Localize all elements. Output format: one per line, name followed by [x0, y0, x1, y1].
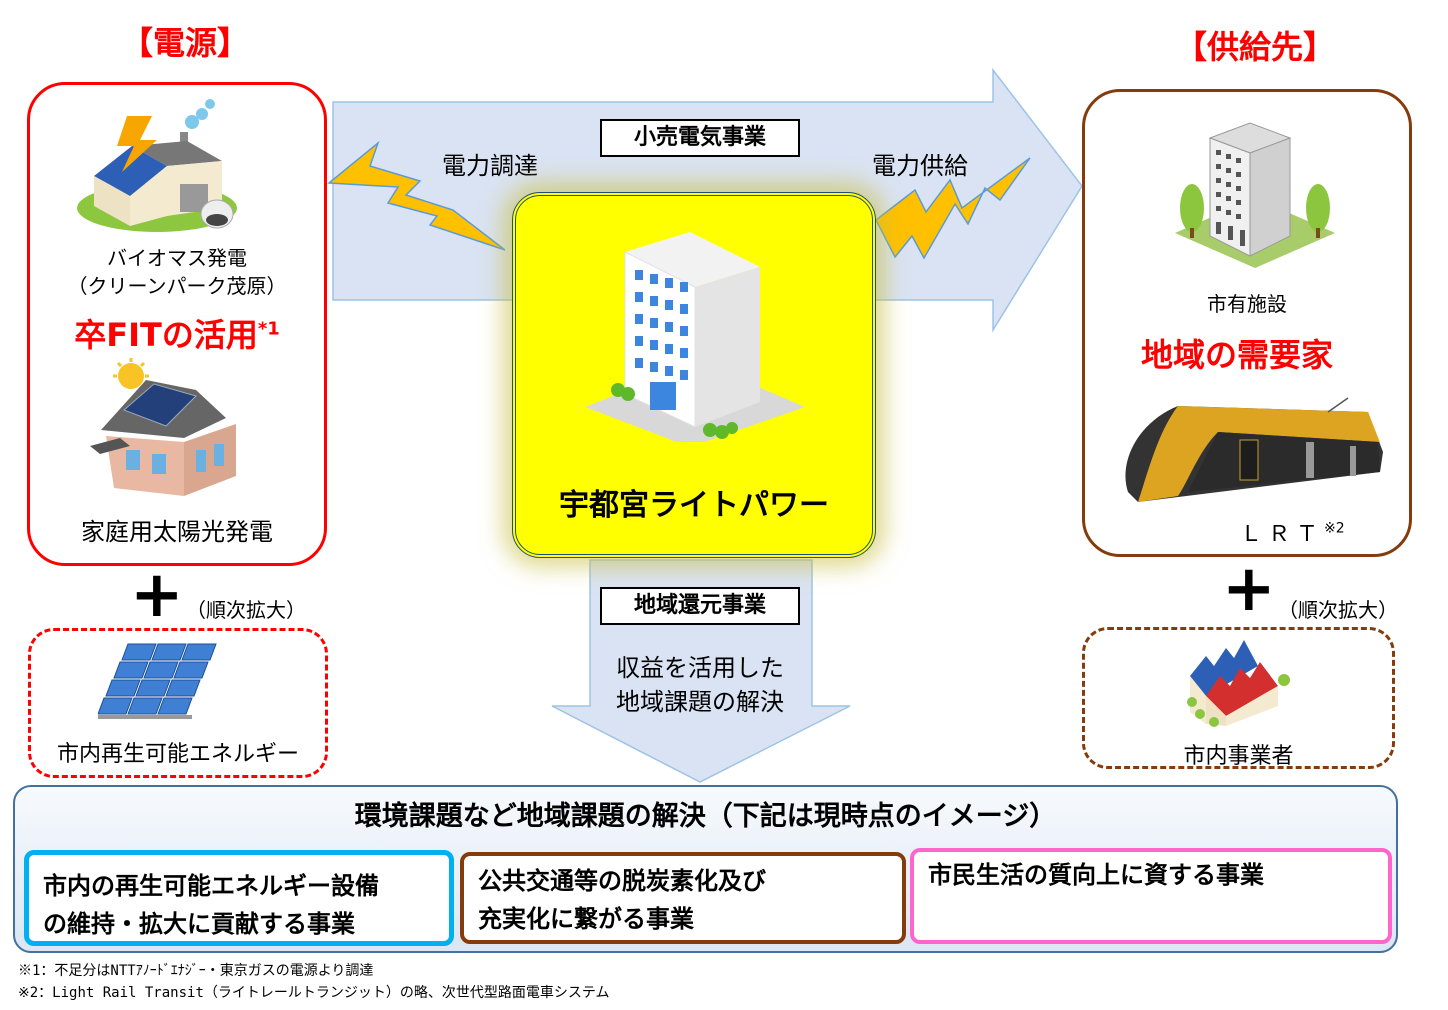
solution-box-transport: 公共交通等の脱炭素化及び 充実化に繋がる事業 — [460, 852, 906, 944]
home-solar-icon — [90, 358, 236, 496]
sources-expansion-note: （順次拡大） — [186, 598, 306, 622]
regional-solutions-title: 環境課題など地域課題の解決（下記は現時点のイメージ） — [354, 801, 1057, 832]
city-businesses-icon — [1187, 640, 1290, 727]
supply-label: 電力供給 — [872, 152, 968, 180]
retail-business-label: 小売電気事業 — [600, 119, 800, 157]
lrt-label: ＬＲＴ※2 — [1240, 516, 1345, 548]
company-name: 宇都宮ライトパワー — [559, 488, 829, 523]
solution-box-citizen-life: 市民生活の質向上に資する事業 — [910, 848, 1392, 944]
lrt-train-icon — [1125, 397, 1383, 502]
post-fit-note: *1 — [257, 318, 280, 340]
solution-box-line1: 市民生活の質向上に資する事業 — [928, 861, 1264, 889]
city-businesses-label: 市内事業者 — [1183, 744, 1294, 769]
procurement-label: 電力調達 — [442, 152, 538, 180]
solution-box-line1: 市内の再生可能エネルギー設備 — [43, 872, 379, 900]
procurement-bolt-icon — [327, 140, 506, 251]
return-desc-line2: 地域課題の解決 — [616, 688, 784, 716]
solution-box-line2: 充実化に繋がる事業 — [478, 905, 694, 933]
return-business-label: 地域還元事業 — [600, 587, 800, 625]
sources-heading: 【電源】 — [120, 24, 249, 62]
footnote-1: ※1：不足分はNTTｱﾉｰﾄﾞｴﾅｼﾞｰ・東京ガスの電源より調達 — [18, 963, 374, 979]
home-solar-label: 家庭用太陽光発電 — [81, 518, 273, 546]
footnote-2: ※2：Light Rail Transit（ライトレールトランジット）の略、次世… — [18, 985, 610, 1001]
post-fit-label: 卒FITの活用*1 — [27, 310, 327, 356]
city-renewable-label: 市内再生可能エネルギー — [56, 742, 299, 767]
biomass-label: バイオマス発電 — [107, 246, 247, 270]
city-facility-icon — [1175, 122, 1335, 268]
plus-icon: + — [130, 558, 184, 632]
solution-box-line1: 公共交通等の脱炭素化及び — [478, 867, 766, 895]
lrt-text: ＬＲＴ — [1240, 522, 1325, 547]
solution-box-line2: の維持・拡大に貢献する事業 — [43, 910, 355, 938]
post-fit-text: 卒FITの活用 — [74, 316, 258, 354]
biomass-location-label: （クリーンパーク茂原） — [67, 274, 287, 298]
plus-icon: + — [1222, 552, 1276, 626]
supply-bolt-icon — [875, 157, 1031, 260]
office-building-icon — [585, 232, 805, 442]
biomass-plant-icon — [77, 99, 237, 232]
local-consumers-label: 地域の需要家 — [1140, 336, 1333, 374]
destinations-heading: 【供給先】 — [1174, 28, 1335, 66]
destinations-expansion-note: （順次拡大） — [1278, 598, 1398, 622]
return-desc-line1: 収益を活用した — [616, 654, 784, 682]
city-businesses-box — [1082, 627, 1395, 769]
city-renewable-box — [28, 628, 328, 778]
solution-box-renewable: 市内の再生可能エネルギー設備 の維持・拡大に貢献する事業 — [24, 850, 454, 946]
lrt-note: ※2 — [1324, 520, 1345, 537]
solar-panels-icon — [98, 643, 217, 719]
city-facilities-label: 市有施設 — [1207, 292, 1287, 316]
